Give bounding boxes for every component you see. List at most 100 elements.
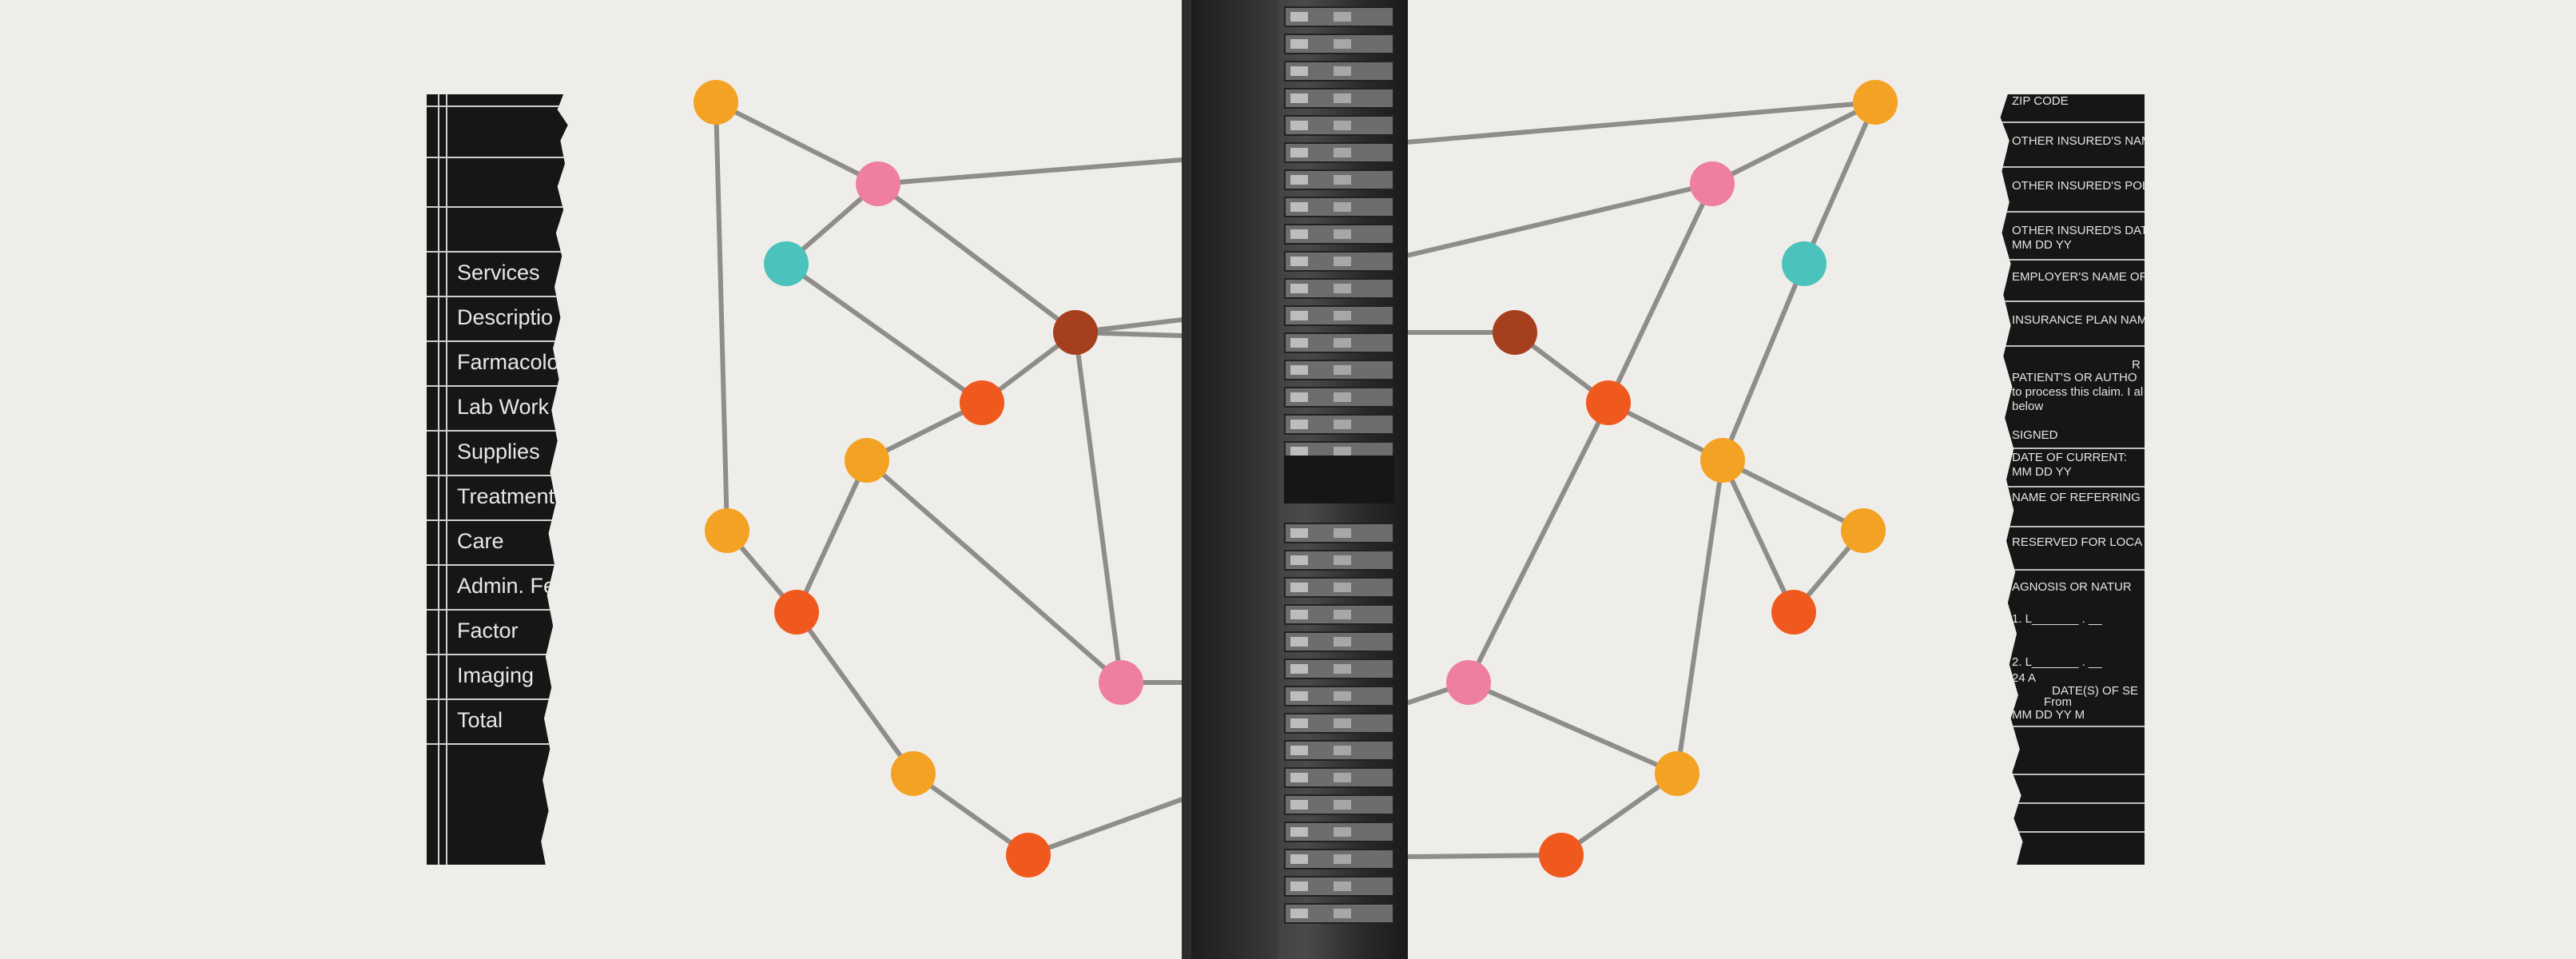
rack-server-unit — [1284, 278, 1394, 299]
network-edge — [1404, 853, 1564, 859]
rack-server-unit — [1284, 224, 1394, 245]
network-edge — [865, 458, 1123, 685]
network-node — [1446, 660, 1491, 705]
network-edge — [1802, 100, 1878, 266]
network-edge — [1675, 458, 1725, 776]
form-rule — [427, 564, 568, 566]
rack-server-unit — [1284, 332, 1394, 353]
rack-server-unit — [1284, 387, 1394, 408]
network-node — [856, 161, 900, 206]
network-node — [764, 241, 809, 286]
rack-server-unit — [1284, 88, 1394, 109]
form-rule — [2000, 774, 2145, 775]
network-edge — [1404, 100, 1878, 145]
form-rule — [427, 251, 568, 253]
network-edge — [876, 157, 1185, 186]
form-field-label: ZIP CODE — [2012, 94, 2069, 108]
server-rack — [1182, 0, 1408, 959]
rack-server-unit — [1284, 34, 1394, 54]
form-field-label: From — [2044, 695, 2072, 709]
form-rule — [427, 105, 568, 107]
rack-server-unit — [1284, 713, 1394, 734]
network-node — [845, 438, 889, 483]
form-field-label: MM DD YY — [2012, 238, 2072, 252]
rack-server-unit — [1284, 767, 1394, 788]
rack-server-unit — [1284, 903, 1394, 924]
rack-server-unit — [1284, 822, 1394, 842]
network-edge — [794, 458, 869, 615]
network-node — [1586, 380, 1631, 425]
network-edge — [1026, 797, 1185, 858]
network-node — [1053, 310, 1098, 355]
form-field-label: R — [2132, 358, 2141, 372]
form-rule — [427, 157, 568, 158]
form-rule — [2000, 802, 2145, 804]
form-field-label: OTHER INSURED'S NAM — [2012, 134, 2152, 148]
form-field-label: MM DD YY — [2012, 465, 2072, 479]
form-field-label: NAME OF REFERRING — [2012, 491, 2141, 504]
form-field-label: AGNOSIS OR NATUR — [2012, 580, 2132, 594]
network-edge — [1466, 680, 1680, 776]
rack-server-unit — [1284, 631, 1394, 652]
form-rule — [427, 698, 568, 700]
form-field-label: DATE OF CURRENT: — [2012, 451, 2127, 464]
form-row-label: Admin. Fe — [457, 574, 556, 598]
rack-server-unit — [1284, 197, 1394, 217]
form-row-label: Total — [457, 708, 503, 732]
rack-server-unit — [1284, 659, 1394, 679]
network-node — [1655, 751, 1699, 796]
rack-server-unit — [1284, 169, 1394, 190]
form-rule — [427, 340, 568, 342]
rack-server-unit — [1284, 740, 1394, 761]
network-node — [1853, 80, 1898, 125]
left-torn-billing-form: Services Descriptio Farmacolo Lab Work S… — [427, 94, 568, 865]
form-row-label: Services — [457, 261, 540, 285]
rack-server-unit — [1284, 305, 1394, 326]
rack-side-panel — [1191, 0, 1278, 959]
network-edge — [1073, 330, 1123, 685]
form-row-label: Imaging — [457, 663, 535, 687]
form-rule — [2000, 121, 2145, 123]
form-rule — [427, 743, 568, 745]
rack-server-unit — [1284, 876, 1394, 897]
form-rule — [2000, 526, 2145, 527]
rack-server-unit — [1284, 686, 1394, 706]
form-field-label: MM DD YY M — [2012, 708, 2085, 722]
network-edge — [1559, 771, 1680, 858]
network-edge — [876, 181, 1078, 335]
network-node — [1771, 590, 1816, 635]
network-node — [891, 751, 936, 796]
form-rule — [427, 519, 568, 521]
network-edge — [911, 771, 1031, 858]
form-row-label: Factor — [457, 619, 519, 643]
form-row-label: Care — [457, 529, 504, 553]
network-node — [774, 590, 819, 635]
form-rule — [2000, 486, 2145, 487]
form-rule — [427, 654, 568, 655]
form-rule — [2000, 569, 2145, 571]
network-edge — [1466, 400, 1611, 685]
rack-server-unit — [1284, 142, 1394, 163]
form-field-label: 1. L_______ . __ — [2012, 612, 2102, 626]
form-field-label: RESERVED FOR LOCA — [2012, 535, 2143, 549]
rack-server-unit — [1284, 414, 1394, 435]
network-node — [960, 380, 1004, 425]
rack-server-unit — [1284, 577, 1394, 598]
network-nodes — [694, 80, 1898, 877]
form-rule — [2000, 211, 2145, 213]
form-rule — [427, 475, 568, 476]
network-node — [1099, 660, 1143, 705]
form-field-label: EMPLOYER'S NAME OR — [2012, 270, 2149, 284]
form-row-label: Descriptio — [457, 305, 554, 329]
form-rule — [2000, 259, 2145, 261]
rack-server-unit — [1284, 523, 1394, 543]
form-rule — [2000, 345, 2145, 347]
rack-server-unit — [1284, 849, 1394, 869]
network-edge — [1720, 261, 1807, 463]
network-edge — [1720, 458, 1796, 615]
network-node — [705, 508, 749, 553]
form-row-label: Lab Work — [457, 395, 550, 419]
rack-server-unit — [1284, 251, 1394, 272]
form-field-label: 2. L_______ . __ — [2012, 655, 2102, 669]
